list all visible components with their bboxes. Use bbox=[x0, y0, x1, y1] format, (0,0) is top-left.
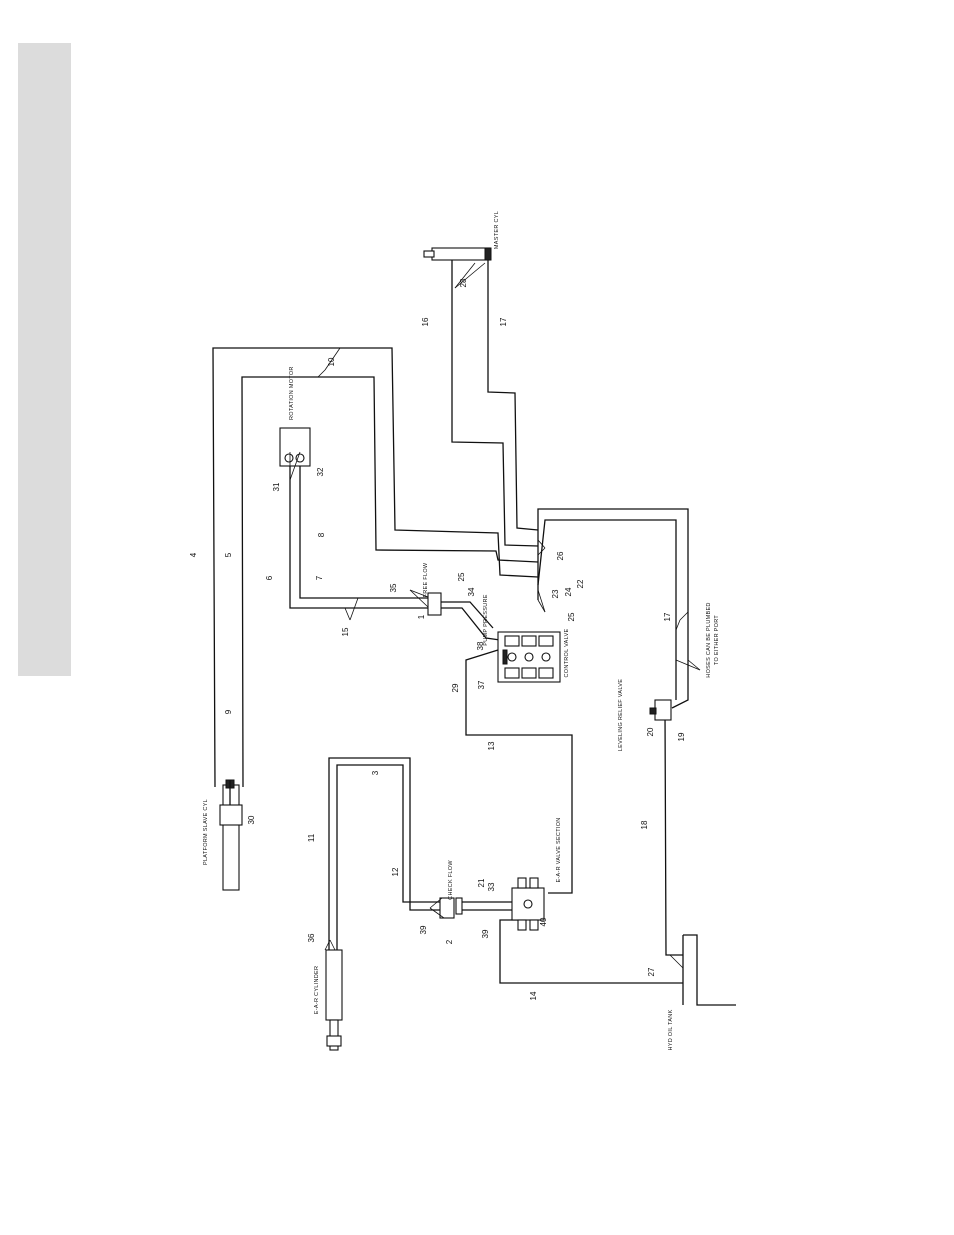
callout-21: 21 bbox=[477, 878, 486, 887]
callout-6: 6 bbox=[265, 575, 274, 580]
callout-9: 9 bbox=[224, 709, 233, 714]
callout-28: 28 bbox=[459, 278, 468, 287]
callout-20: 20 bbox=[646, 727, 655, 736]
callout-11: 11 bbox=[307, 833, 316, 842]
callout-numbers: 4 5 9 10 30 31 32 8 6 7 15 35 1 25 34 16… bbox=[189, 278, 686, 1000]
callout-35: 35 bbox=[389, 583, 398, 592]
control-valve bbox=[497, 631, 561, 683]
callout-19: 19 bbox=[677, 732, 686, 741]
master-cyl-label: MASTER CYL bbox=[494, 211, 500, 249]
callout-12: 12 bbox=[391, 867, 400, 876]
page-side-tab bbox=[18, 43, 71, 676]
callout-2: 2 bbox=[445, 939, 454, 944]
hose-14 bbox=[499, 919, 683, 984]
master-cylinder bbox=[423, 247, 492, 261]
e-a-r-cylinder-label: E-A-R CYLINDER bbox=[314, 966, 320, 1015]
callout-36-upper: 36 bbox=[307, 933, 316, 942]
free-flow-label: FREE FLOW bbox=[423, 562, 429, 597]
callout-29: 29 bbox=[451, 683, 460, 692]
callout-39-left: 39 bbox=[419, 925, 428, 934]
check-valve-1 bbox=[427, 592, 442, 616]
hose-7 bbox=[299, 466, 428, 599]
leveling-relief-valve-label: LEVELING RELIEF VALVE bbox=[618, 679, 624, 751]
hose-16 bbox=[451, 260, 539, 547]
e-a-r-valve-section bbox=[511, 877, 545, 931]
hoses-note-line-2: TO EITHER PORT bbox=[714, 615, 720, 665]
hose-17-upper bbox=[487, 260, 539, 531]
callout-34: 34 bbox=[467, 587, 476, 596]
callout-31: 31 bbox=[272, 482, 281, 491]
callout-10: 10 bbox=[327, 357, 336, 366]
callout-32: 32 bbox=[316, 467, 325, 476]
callout-25-lower: 25 bbox=[567, 612, 576, 621]
callout-5: 5 bbox=[224, 552, 233, 557]
leveling-relief-valve bbox=[649, 699, 672, 721]
callout-7: 7 bbox=[315, 575, 324, 580]
hose-13 bbox=[465, 649, 573, 894]
hose-6 bbox=[289, 466, 428, 609]
hose-11 bbox=[328, 757, 440, 950]
hose-lines bbox=[212, 260, 689, 984]
callout-24: 24 bbox=[564, 587, 573, 596]
callout-14: 14 bbox=[529, 991, 538, 1000]
platform-slave-cyl-label: PLATFORM SLAVE CYL bbox=[203, 799, 209, 865]
callout-3: 3 bbox=[371, 770, 380, 775]
callout-23: 23 bbox=[551, 589, 560, 598]
callout-4: 4 bbox=[189, 552, 198, 557]
callout-8: 8 bbox=[317, 532, 326, 537]
callout-37: 37 bbox=[477, 680, 486, 689]
pump-pressure-label: PUMP PRESSURE bbox=[483, 594, 489, 646]
hose-18 bbox=[660, 711, 683, 956]
hose-5 bbox=[241, 376, 539, 788]
hose-17-lower bbox=[537, 508, 689, 709]
platform-slave-cylinder bbox=[219, 779, 243, 891]
check-flow-label: CHECK FLOW bbox=[448, 860, 454, 900]
callout-40: 40 bbox=[539, 917, 548, 926]
callout-39-right: 39 bbox=[481, 929, 490, 938]
callout-16: 16 bbox=[421, 317, 430, 326]
rotation-motor-label: ROTATION MOTOR bbox=[289, 366, 295, 420]
callout-38: 38 bbox=[476, 641, 485, 650]
rotation-motor bbox=[279, 427, 311, 467]
callout-13: 13 bbox=[487, 741, 496, 750]
hydraulic-oil-tank bbox=[682, 934, 736, 1006]
hyd-oil-tank-label: HYD OIL TANK bbox=[668, 1009, 674, 1050]
callout-22: 22 bbox=[576, 579, 585, 588]
check-valve-2 bbox=[439, 897, 463, 919]
hose-3 bbox=[336, 764, 440, 950]
control-valve-label: CONTROL VALVE bbox=[564, 628, 570, 677]
e-a-r-cylinder bbox=[325, 949, 343, 1051]
callout-25-upper: 25 bbox=[457, 572, 466, 581]
callout-26: 26 bbox=[556, 551, 565, 560]
callout-18: 18 bbox=[640, 820, 649, 829]
callout-1: 1 bbox=[417, 614, 426, 619]
hose-34 bbox=[441, 601, 494, 629]
callout-27: 27 bbox=[647, 967, 656, 976]
callout-17-upper: 17 bbox=[499, 317, 508, 326]
callout-30-slave: 30 bbox=[247, 815, 256, 824]
hose-17-lower-b bbox=[537, 519, 677, 700]
hose-4 bbox=[212, 347, 539, 788]
leader-lines bbox=[289, 262, 701, 983]
e-a-r-valve-section-label: E-A-R VALVE SECTION bbox=[556, 817, 562, 882]
hoses-note-line-1: HOSES CAN BE PLUMBED bbox=[706, 602, 712, 677]
callout-33: 33 bbox=[487, 882, 496, 891]
hose-25 bbox=[441, 607, 501, 641]
callout-15: 15 bbox=[341, 627, 350, 636]
callout-17-lower: 17 bbox=[663, 612, 672, 621]
